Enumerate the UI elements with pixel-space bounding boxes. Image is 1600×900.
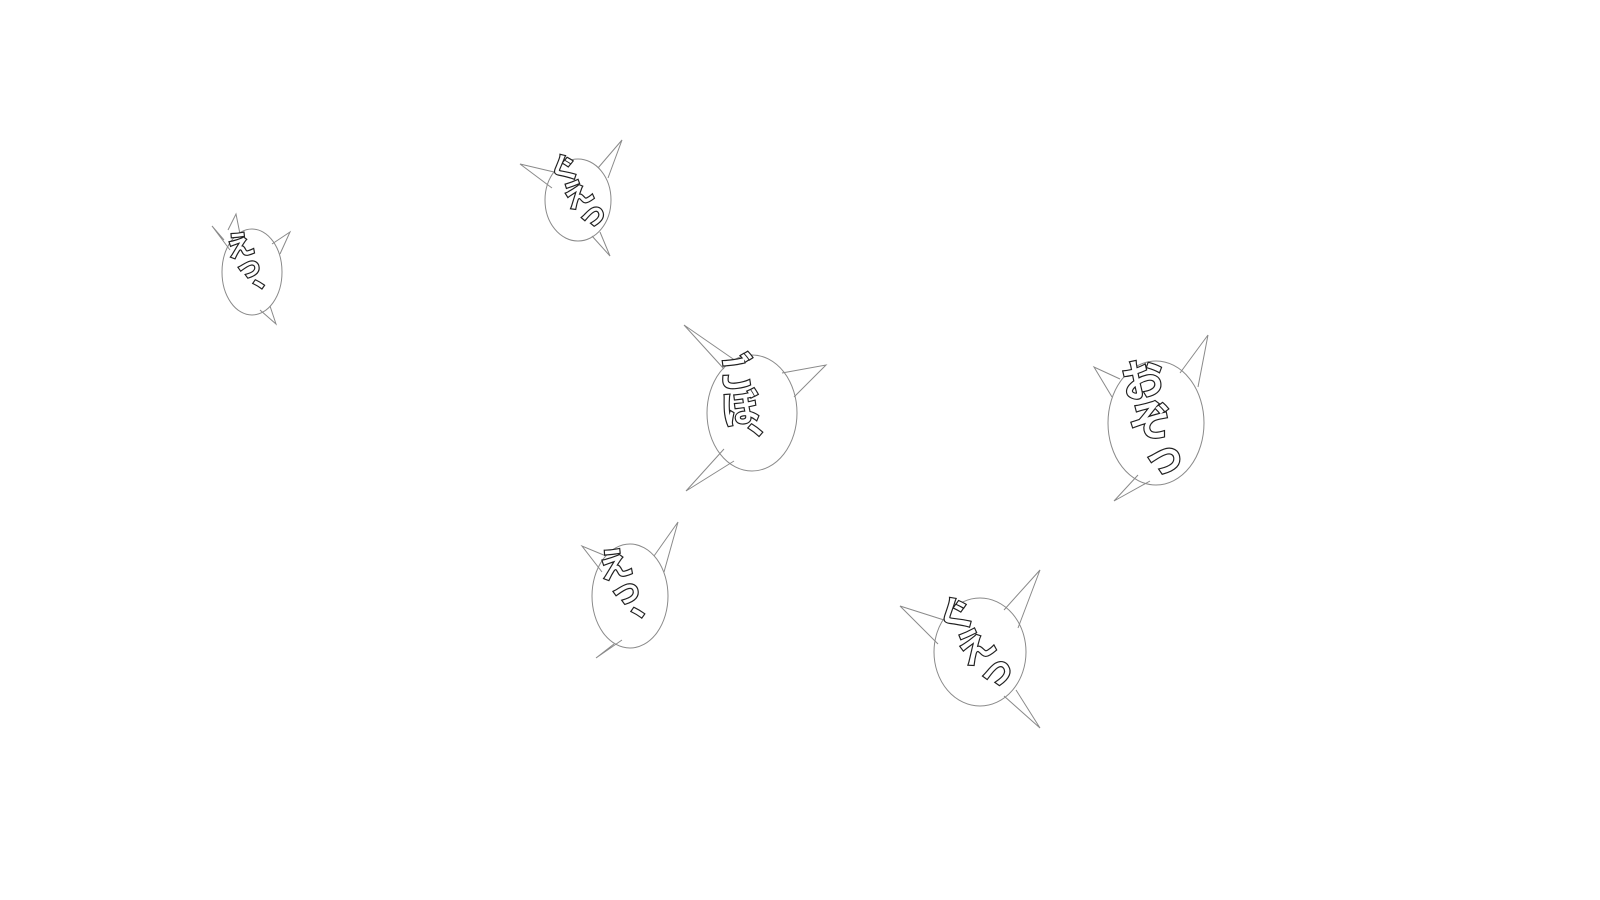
- sfx-bubble-3: ごぼ、: [683, 324, 830, 495]
- burst-outline-icon: [1092, 334, 1209, 502]
- sfx-bubble-5: えっ、: [580, 520, 690, 660]
- sfx-bubble-6: ぐえっ: [899, 569, 1050, 730]
- burst-outline-icon: [683, 324, 828, 492]
- burst-outline-icon: [211, 212, 292, 326]
- sfx-bubble-1: えっ、: [210, 210, 300, 330]
- sfx-bubble-2: ぐえっ: [519, 139, 640, 260]
- sfx-bubble-4: おぞっ: [1090, 334, 1230, 505]
- burst-outline-icon: [899, 569, 1041, 729]
- burst-outline-icon: [580, 521, 679, 659]
- burst-outline-icon: [519, 139, 623, 257]
